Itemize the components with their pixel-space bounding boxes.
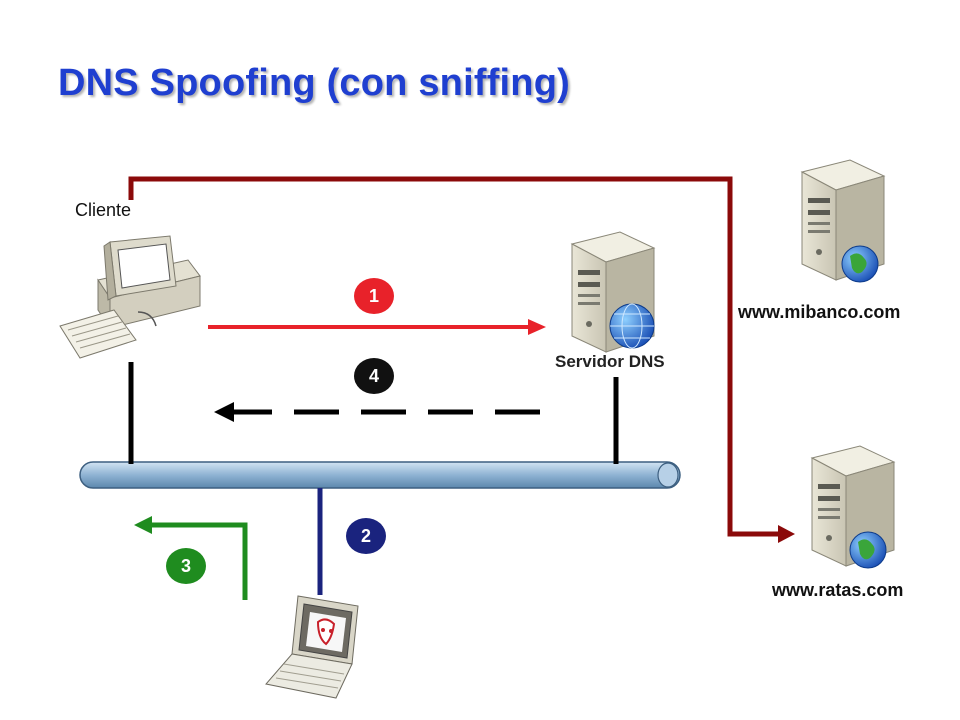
attacker-laptop-icon	[265, 595, 359, 699]
attacker-response-arrow	[134, 516, 248, 600]
fake-web-server-icon	[811, 445, 895, 569]
fake-site-label: www.ratas.com	[772, 580, 904, 600]
redirect-arrow	[128, 176, 795, 543]
step-3-badge: 3	[166, 548, 206, 584]
step-4-badge: 4	[354, 358, 394, 394]
dns-server-label: Servidor DNS	[555, 352, 665, 371]
dns-server-icon	[571, 231, 655, 353]
bank-site-label: www.mibanco.com	[738, 302, 901, 322]
step-1-badge: 1	[354, 278, 394, 314]
step-2-badge: 2	[346, 518, 386, 554]
spoofed-response-arrow	[214, 402, 540, 422]
desktop-computer-icon	[59, 235, 201, 359]
page-title: DNS Spoofing (con sniffing)	[58, 62, 570, 104]
dns-request-arrow	[208, 319, 546, 335]
network-bus	[79, 461, 681, 489]
bank-web-server-icon	[801, 159, 885, 283]
client-label: Cliente	[75, 200, 132, 220]
